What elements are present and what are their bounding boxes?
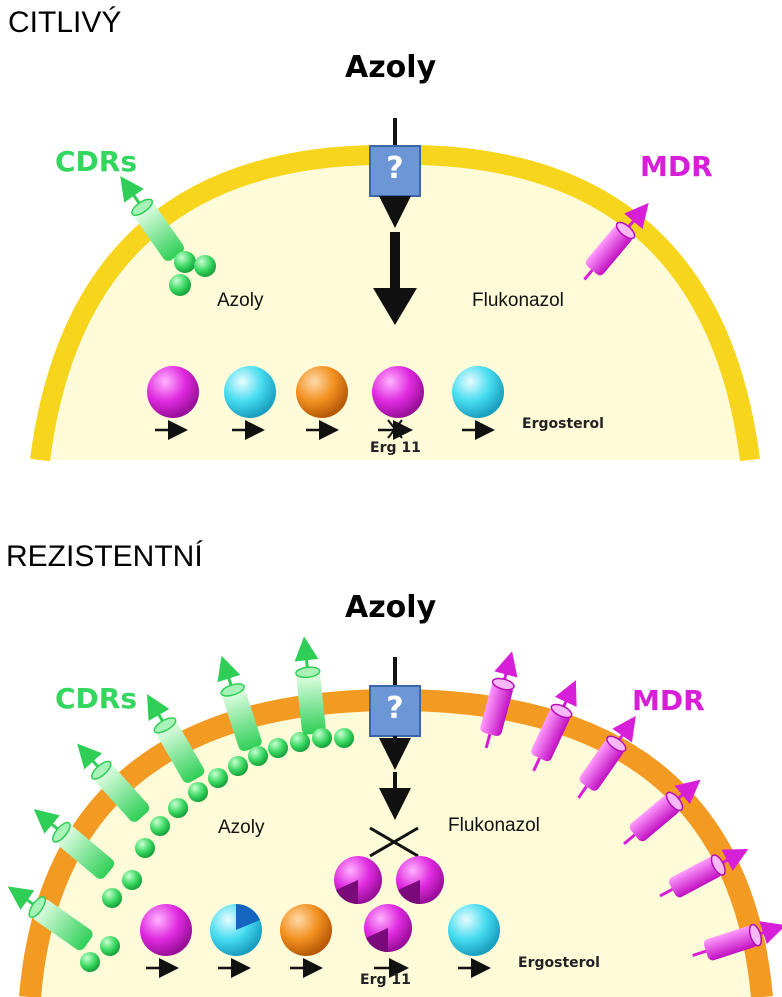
- molecule-cyan-wedge: [236, 904, 260, 930]
- cdr-bead: [100, 936, 120, 956]
- mdr-pumps-bottom: [480, 651, 782, 961]
- cdr-bead: [150, 816, 170, 836]
- cdr-bead: [188, 782, 208, 802]
- section-title-sensitive: CITLIVÝ: [8, 6, 122, 39]
- molecule-cyan: [452, 366, 504, 418]
- drug-label-bottom: Azoly: [345, 590, 437, 625]
- erg11-cluster: [334, 856, 444, 953]
- molecule-cyan: [224, 366, 276, 418]
- big-arrow-head-top: [373, 288, 417, 325]
- enzyme-label-bottom: Erg 11: [360, 972, 411, 988]
- cdr-bead: [80, 952, 100, 972]
- cdr-beads-bottom: [80, 728, 354, 972]
- cdr-bead: [248, 746, 268, 766]
- mdr-pump: [577, 715, 636, 799]
- product-label-top: Ergosterol: [522, 416, 604, 432]
- cdr-pump: [217, 655, 262, 752]
- mdr-pump: [480, 651, 518, 749]
- cdr-pump: [77, 743, 150, 822]
- product-label-bottom: Ergosterol: [518, 955, 600, 971]
- cdr-bead: [135, 838, 155, 858]
- cdr-bead: [228, 756, 248, 776]
- inside-azoly-bottom: Azoly: [218, 817, 265, 838]
- mdr-pump: [659, 849, 749, 898]
- block-x-bottom: [369, 826, 419, 858]
- cdrs-label-top: CDRs: [55, 145, 138, 178]
- inside-flukonazol-top: Flukonazol: [472, 290, 564, 311]
- section-title-resistant: REZISTENTNÍ: [6, 540, 203, 573]
- cdrs-label-bottom: CDRs: [55, 682, 138, 715]
- cdr-pump: [294, 636, 326, 735]
- molecule-pink: [372, 366, 424, 418]
- question-box-top: [369, 145, 421, 197]
- cdr-bead: [208, 768, 228, 788]
- molecule-pink: [140, 904, 192, 956]
- enzyme-label-top: Erg 11: [370, 440, 421, 456]
- cdr-pump: [147, 694, 205, 783]
- mdr-label-bottom: MDR: [632, 684, 705, 717]
- question-mark-bottom: ?: [386, 691, 404, 726]
- cdr-pumps-bottom: [7, 636, 326, 951]
- cdr-pump: [7, 886, 93, 951]
- mdr-pump: [531, 680, 577, 772]
- cdr-bead: [334, 728, 354, 748]
- cdr-bead: [102, 888, 122, 908]
- cdr-bead: [312, 728, 332, 748]
- inside-azoly-top: Azoly: [217, 290, 264, 311]
- cdr-bead: [194, 255, 216, 277]
- cdr-pump: [33, 809, 115, 879]
- cdr-bead: [168, 798, 188, 818]
- mdr-pump: [622, 779, 701, 846]
- cdr-bead: [268, 738, 288, 758]
- cdr-pump-top: [120, 176, 184, 261]
- block-x-top: [387, 419, 403, 439]
- inside-flukonazol-bottom: Flukonazol: [448, 815, 540, 836]
- molecule-orange: [296, 366, 348, 418]
- mdr-pump-top: [583, 202, 649, 281]
- cdr-bead: [122, 870, 142, 890]
- mdr-pump: [692, 921, 782, 961]
- molecule-cyan: [448, 904, 500, 956]
- cdr-bead: [290, 732, 310, 752]
- cdr-bead: [169, 274, 191, 296]
- molecule-orange: [280, 904, 332, 956]
- cdr-bead: [174, 251, 196, 273]
- mdr-label-top: MDR: [640, 150, 713, 183]
- question-mark-top: ?: [386, 151, 404, 186]
- drug-label-top: Azoly: [345, 50, 437, 85]
- molecule-pink: [147, 366, 199, 418]
- big-arrow-shaft-top: [390, 232, 400, 292]
